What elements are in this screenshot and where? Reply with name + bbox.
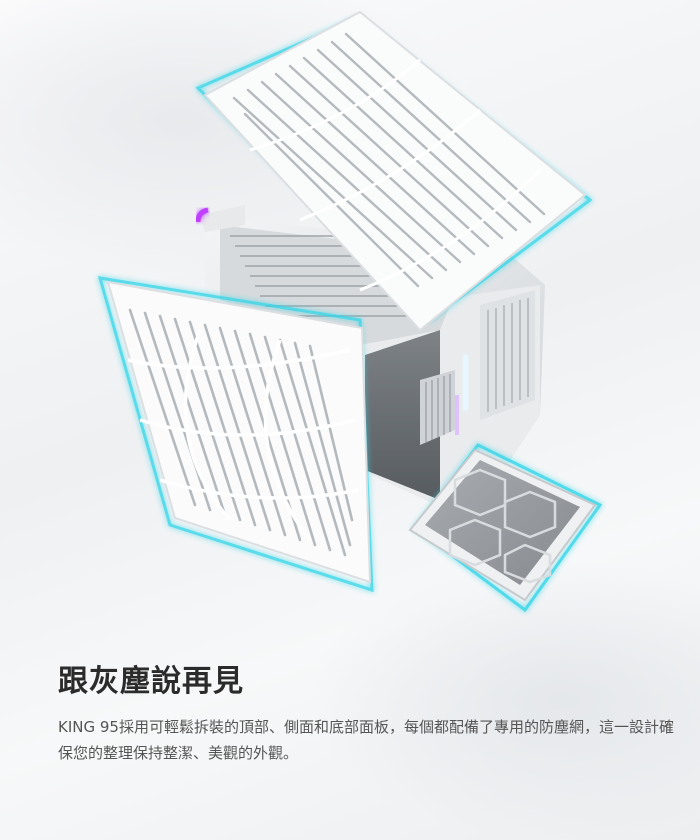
section-description: KING 95採用可輕鬆拆裝的頂部、側面和底部面板，每個都配備了專用的防塵網，這… xyxy=(58,718,674,762)
bottom-dust-filter xyxy=(408,443,603,613)
product-hero-image xyxy=(97,10,603,613)
case-illustration xyxy=(97,10,603,613)
feature-text: 跟灰塵說再見 KING 95採用可輕鬆拆裝的頂部、側面和底部面板，每個都配備了專… xyxy=(58,662,678,766)
section-headline: 跟灰塵說再見 xyxy=(58,664,244,699)
top-dust-filter xyxy=(195,10,593,332)
side-dust-filter xyxy=(97,276,374,593)
